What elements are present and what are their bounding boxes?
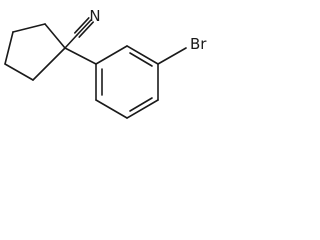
nitrile-triple-bond-center xyxy=(76,19,92,36)
bromine-atom-label: Br xyxy=(190,35,207,53)
aromatic-double-bond-inner xyxy=(129,52,153,67)
cyclopentane-ring xyxy=(4,23,66,81)
ring-bond xyxy=(12,23,46,33)
aromatic-bond xyxy=(95,45,128,65)
aromatic-bond xyxy=(126,99,159,119)
ring-bond xyxy=(4,63,34,81)
aromatic-bond xyxy=(95,99,128,119)
carbon-bromine-bond xyxy=(157,47,187,65)
nitrile-triple-bond-side xyxy=(74,17,90,34)
ring-bond xyxy=(44,23,66,49)
ring-to-phenyl-bond xyxy=(64,47,97,65)
chemical-structure-diagram: N Br xyxy=(4,7,207,119)
nitrile-group: N xyxy=(64,7,101,49)
aromatic-bond xyxy=(126,45,159,65)
benzene-ring xyxy=(95,45,159,119)
aromatic-double-bond-inner xyxy=(129,97,153,112)
bromine-substituent: Br xyxy=(157,35,207,65)
nitrogen-atom-label: N xyxy=(89,7,100,25)
nitrile-triple-bond-side xyxy=(78,21,94,38)
ring-bond xyxy=(32,47,66,81)
nitrile-single-bond xyxy=(64,34,78,49)
ring-bond xyxy=(4,31,14,65)
